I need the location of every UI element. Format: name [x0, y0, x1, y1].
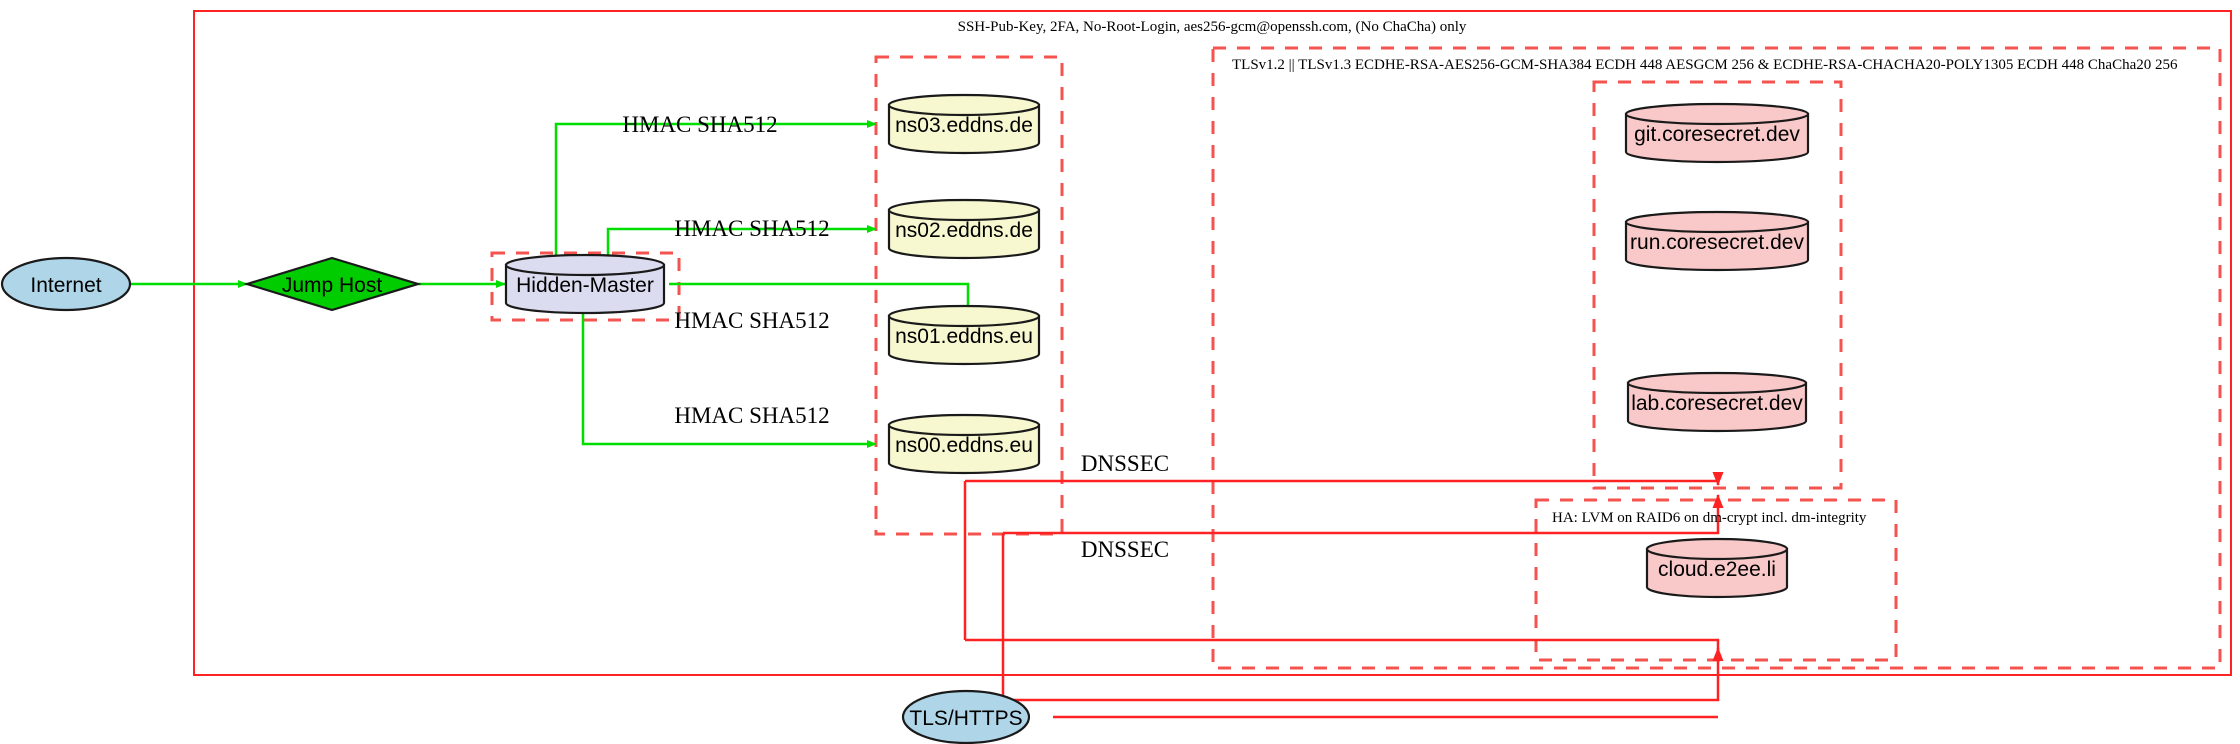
node-hidden-master-label: Hidden-Master: [516, 274, 654, 297]
edge-label-dnssec-upper: DNSSEC: [1081, 451, 1169, 476]
edge-dnssec-lower: [1003, 494, 1724, 535]
node-ns03-label: ns03.eddns.de: [895, 114, 1033, 137]
edge-master-to-ns03: [554, 120, 877, 265]
node-ns01-label: ns01.eddns.eu: [895, 325, 1033, 348]
edge-tls-to-ha: [965, 533, 1724, 702]
node-cloud-e2ee-label: cloud.e2ee.li: [1658, 558, 1776, 581]
node-ns03[interactable]: ns03.eddns.de: [887, 93, 1041, 155]
edge-label-hmac-ns00: HMAC SHA512: [674, 403, 829, 428]
cluster-hidden-master: [490, 251, 681, 322]
node-ns01[interactable]: ns01.eddns.eu: [887, 304, 1041, 366]
node-ns02-label: ns02.eddns.de: [895, 219, 1033, 242]
node-internet-label: Internet: [30, 274, 101, 297]
node-run-coresecret[interactable]: run.coresecret.dev: [1624, 210, 1810, 272]
node-hidden-master[interactable]: Hidden-Master: [504, 253, 666, 315]
edge-master-to-ns00: [581, 308, 877, 448]
edge-master-to-ns02: [606, 225, 877, 265]
node-ns02[interactable]: ns02.eddns.de: [887, 198, 1041, 260]
node-git-coresecret[interactable]: git.coresecret.dev: [1624, 102, 1810, 164]
cluster-nameservers: [874, 55, 1064, 536]
node-git-coresecret-label: git.coresecret.dev: [1634, 123, 1800, 146]
edge-label-dnssec-lower: DNSSEC: [1081, 537, 1169, 562]
edge-label-hmac-ns02: HMAC SHA512: [674, 216, 829, 241]
node-internet[interactable]: Internet: [0, 256, 132, 312]
node-tls-https-label: TLS/HTTPS: [909, 707, 1022, 730]
node-jump-host[interactable]: Jump Host: [243, 256, 422, 312]
edge-master-to-ns01: [669, 282, 972, 316]
cluster-coresecret: [1592, 80, 1843, 490]
edge-dnssec-upper: [963, 472, 1724, 640]
edge-label-hmac-ns03: HMAC SHA512: [622, 112, 777, 137]
node-run-coresecret-label: run.coresecret.dev: [1630, 231, 1804, 254]
node-cloud-e2ee[interactable]: cloud.e2ee.li: [1645, 537, 1789, 599]
node-jump-host-label: Jump Host: [282, 274, 383, 297]
cluster-caption-ssh: SSH-Pub-Key, 2FA, No-Root-Login, aes256-…: [958, 19, 1467, 35]
node-lab-coresecret-label: lab.coresecret.dev: [1631, 392, 1803, 415]
node-ns00-label: ns00.eddns.eu: [895, 434, 1033, 457]
edge-label-hmac-ns01: HMAC SHA512: [674, 308, 829, 333]
cluster-caption-ha: HA: LVM on RAID6 on dm-crypt incl. dm-in…: [1552, 510, 1867, 526]
node-lab-coresecret[interactable]: lab.coresecret.dev: [1626, 371, 1808, 433]
cluster-caption-tls: TLSv1.2 || TLSv1.3 ECDHE-RSA-AES256-GCM-…: [1232, 57, 2178, 73]
cluster-ssh-outer: [193, 10, 2232, 676]
node-tls-https[interactable]: TLS/HTTPS: [901, 689, 1031, 744]
node-ns00[interactable]: ns00.eddns.eu: [887, 413, 1041, 475]
